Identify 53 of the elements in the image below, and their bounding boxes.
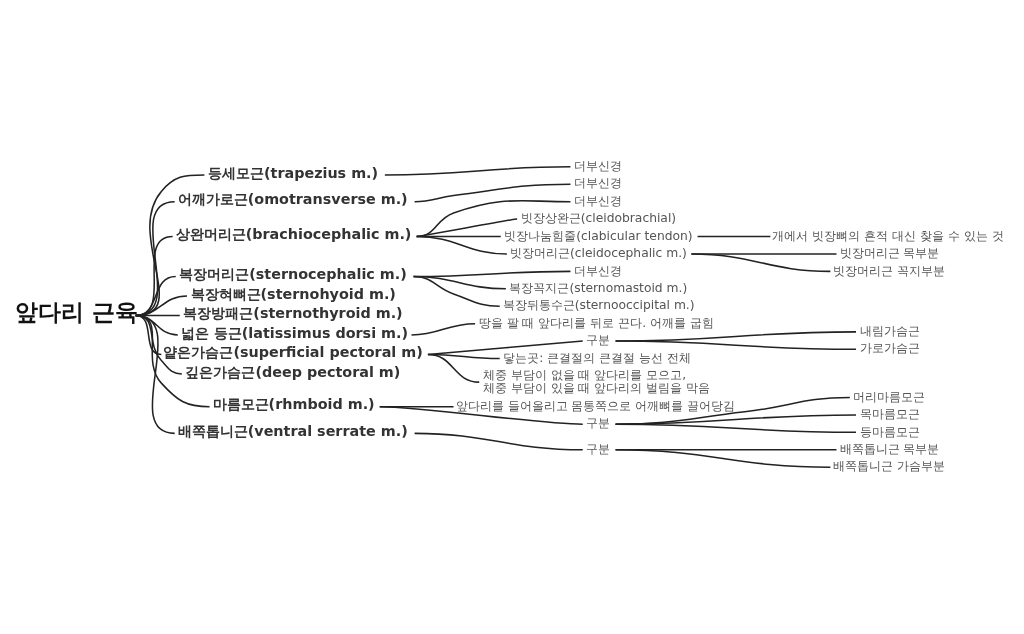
- node-text: 머리마름모근: [853, 389, 926, 404]
- node-text: 구분: [586, 416, 611, 431]
- connector: [415, 235, 508, 255]
- node-text: 넓은 등근(latissimus dorsi m.): [180, 324, 409, 341]
- node-text: 등마름모근: [859, 424, 920, 439]
- node-text: 앞다리 근육: [14, 299, 138, 326]
- connector: [427, 353, 480, 383]
- connector: [614, 423, 857, 434]
- connector: [410, 322, 476, 336]
- connector: [134, 314, 176, 435]
- node-text: 얕은가슴근(superficial pectoral m): [163, 344, 423, 361]
- node-text: 등세모근(trapezius m.): [207, 164, 379, 181]
- node-text: 빗장상완근(cleidobrachial): [520, 211, 677, 226]
- node-text: 더부신경: [574, 176, 623, 191]
- node-text: 더부신경: [574, 158, 623, 173]
- node-text: 빗장머리근 목부분: [839, 246, 940, 261]
- node-text: 구분: [586, 441, 611, 456]
- node-text: 가로가슴근: [859, 341, 920, 356]
- node-text: 빗장머리근(cleidocephalic m.): [509, 246, 687, 261]
- node-text: 복장혀뼈근(sternohyoid m.): [190, 285, 396, 302]
- node-text: 빗장머리근 꼭지부분: [833, 263, 946, 278]
- node-text: 더부신경: [574, 193, 623, 208]
- node-text: 앞다리를 들어올리고 몸통쪽으로 어깨뼈를 끌어당김: [455, 398, 736, 413]
- node-text: 깊은가슴근(deep pectoral m): [185, 363, 401, 380]
- node-text: 복장머리근(sternocephalic m.): [179, 266, 407, 283]
- node-text: 어깨가로근(omotransverse m.): [177, 191, 408, 208]
- node-text: 배쪽톱니근(ventral serrate m.): [177, 423, 408, 440]
- connector: [378, 405, 584, 425]
- node-text: 목마름모근: [859, 407, 920, 422]
- node-text: 복장뒤통수근(sternooccipital m.): [502, 298, 695, 313]
- connector: [412, 275, 501, 307]
- connector: [427, 340, 584, 356]
- node-text: 복장꼭지근(sternomastoid m.): [509, 280, 688, 295]
- node-text: 땅을 팔 때 앞다리를 뒤로 끈다. 어깨를 굽힘: [478, 315, 714, 330]
- connector: [413, 432, 584, 451]
- connector: [696, 235, 772, 238]
- node-text: 배쪽톱니근 가슴부분: [833, 459, 946, 474]
- connector: [384, 166, 572, 176]
- node-text: 복장방패근(sternothyroid m.): [183, 305, 403, 322]
- node-text: 상완머리근(brachiocephalic m.): [175, 226, 412, 243]
- connector: [614, 340, 857, 351]
- node-text: 구분: [586, 333, 611, 348]
- node-text: 빗장나눔힘줄(clabicular tendon): [504, 228, 693, 243]
- node-text: 더부신경: [574, 263, 623, 278]
- connector: [413, 183, 572, 203]
- node-text: 내림가슴근: [859, 324, 920, 339]
- node-text: 개에서 빗장뼈의 흔적 대신 찾을 수 있는 것: [772, 228, 1004, 243]
- node-text: 마름모근(rhmboid m.): [212, 396, 375, 413]
- node-text: 체중 부담이 없을 때 앞다리를 모으고, 체중 부담이 있을 때 앞다리의 벌림을 막음: [482, 367, 711, 395]
- connector: [614, 449, 832, 468]
- node-text: 배쪽톱니근 목부분: [839, 441, 940, 456]
- connector: [690, 253, 832, 273]
- node-text: 닿는곳: 큰결절의 큰결절 능선 전체: [503, 350, 692, 365]
